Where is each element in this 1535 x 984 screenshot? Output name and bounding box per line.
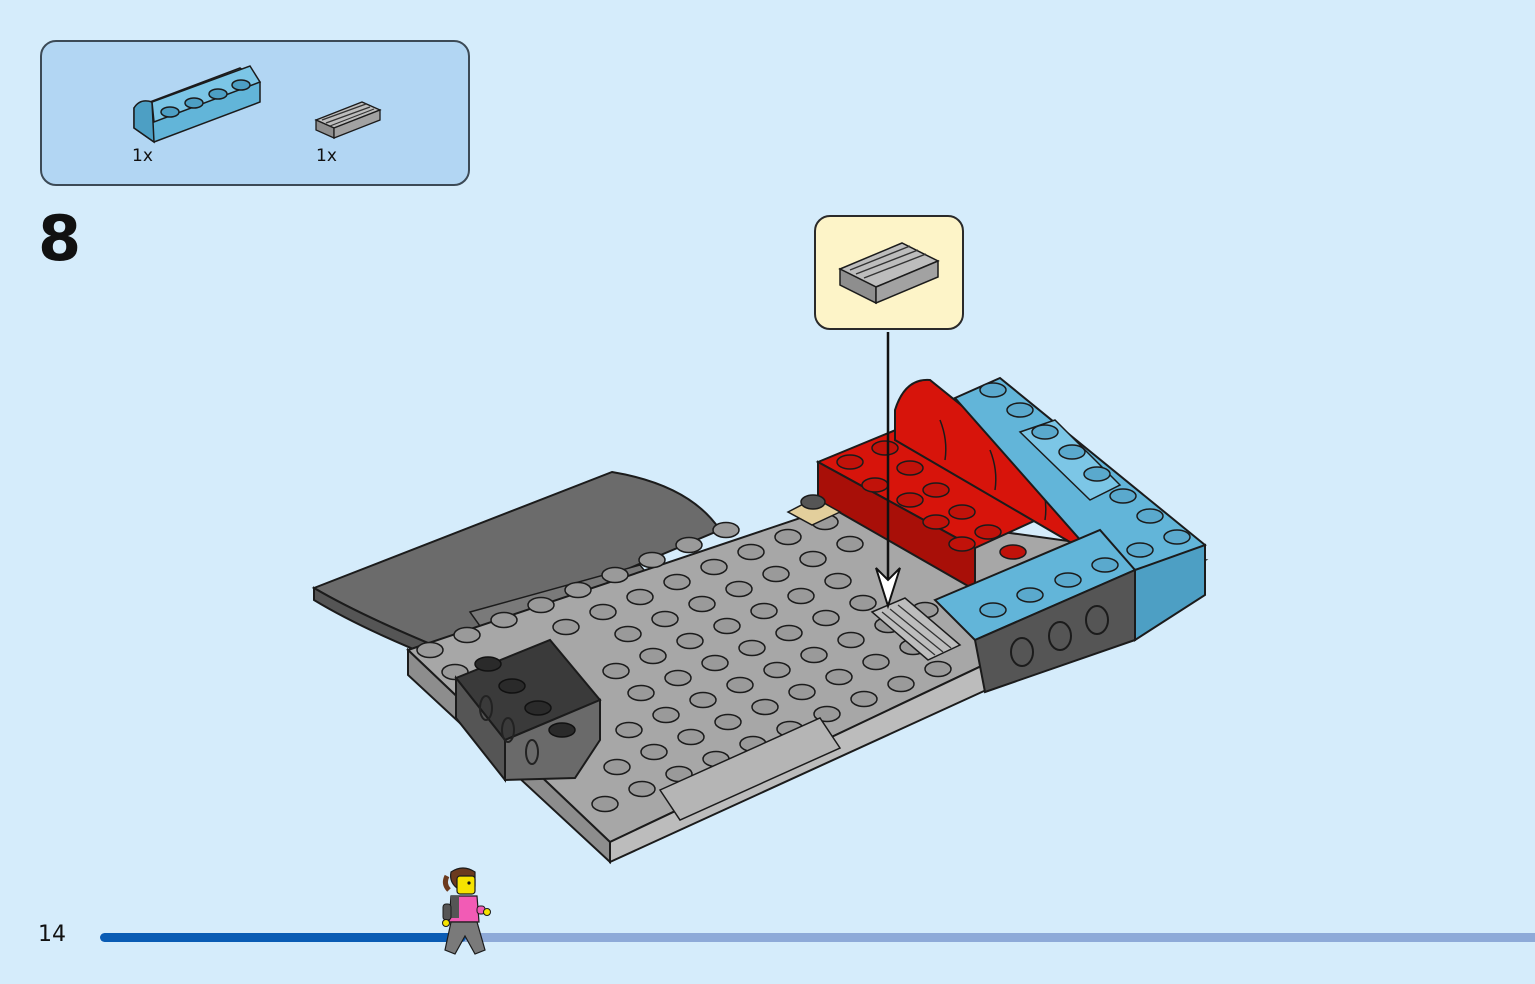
progress-bar <box>100 933 1535 942</box>
stud <box>850 690 878 708</box>
stud <box>640 743 668 761</box>
stud <box>737 543 765 561</box>
stud <box>712 521 740 539</box>
stud <box>527 596 555 614</box>
page-number: 14 <box>38 922 66 947</box>
new-part-callout <box>814 215 964 330</box>
stud <box>812 609 840 627</box>
stud <box>603 758 631 776</box>
stud <box>725 580 753 598</box>
stud <box>627 684 655 702</box>
stud <box>700 558 728 576</box>
stud <box>788 683 816 701</box>
stud <box>825 668 853 686</box>
stud <box>638 551 666 569</box>
stud <box>738 639 766 657</box>
stud <box>849 594 877 612</box>
stud <box>836 535 864 553</box>
stud <box>799 550 827 568</box>
stud <box>589 603 617 621</box>
front-recess <box>658 717 842 821</box>
part-quantity: 1x <box>316 146 337 166</box>
stud <box>490 611 518 629</box>
stud <box>564 581 592 599</box>
stud <box>924 660 952 678</box>
stud <box>714 713 742 731</box>
parts-list-box: 1x 1x <box>40 40 470 186</box>
stud <box>763 661 791 679</box>
stud <box>787 587 815 605</box>
stud <box>726 676 754 694</box>
stud <box>862 653 890 671</box>
stud <box>775 624 803 642</box>
stud <box>774 528 802 546</box>
stud <box>701 654 729 672</box>
stud <box>676 632 704 650</box>
stud <box>751 698 779 716</box>
stud <box>416 641 444 659</box>
stud <box>675 536 703 554</box>
stud <box>615 721 643 739</box>
walking-minifigure-icon <box>441 867 491 955</box>
grey-grille-tile-icon <box>838 242 940 305</box>
stud <box>824 572 852 590</box>
placement-arrow <box>875 332 901 610</box>
stud <box>887 675 915 693</box>
stud <box>614 625 642 643</box>
stud <box>591 795 619 813</box>
stud <box>800 646 828 664</box>
stud <box>688 595 716 613</box>
part-quantity: 1x <box>132 146 153 166</box>
stud <box>601 566 629 584</box>
stud <box>663 573 691 591</box>
placed-grille-tile <box>870 597 962 661</box>
stud <box>837 631 865 649</box>
stud <box>762 565 790 583</box>
stud <box>652 706 680 724</box>
stud <box>639 647 667 665</box>
grey-grille-tile-icon <box>314 101 382 140</box>
azure-brick-assembly <box>933 376 1207 694</box>
dark-grey-technic-brick <box>454 638 602 783</box>
progress-fill <box>100 933 466 942</box>
stud <box>664 669 692 687</box>
medium-azure-curved-slope-icon <box>133 65 262 144</box>
stud <box>453 626 481 644</box>
stud <box>713 617 741 635</box>
stud <box>677 728 705 746</box>
stud <box>626 588 654 606</box>
stud <box>750 602 778 620</box>
stud <box>552 618 580 636</box>
stud <box>628 780 656 798</box>
red-brick-block <box>815 378 1088 592</box>
step-number: 8 <box>38 202 82 275</box>
stud <box>651 610 679 628</box>
stud <box>602 662 630 680</box>
stud <box>689 691 717 709</box>
